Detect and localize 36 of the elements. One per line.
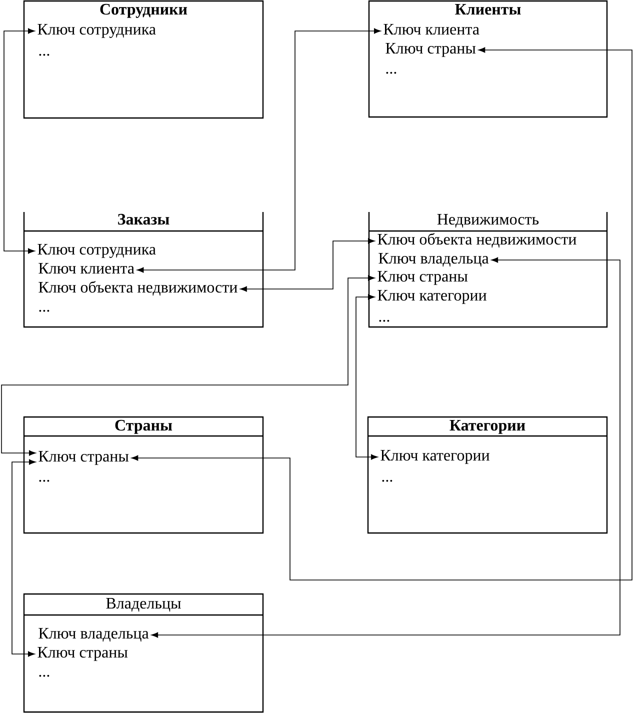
connector-arrow (356, 294, 378, 460)
field-label: Ключ страны (386, 43, 476, 57)
node-label: ... (382, 480, 392, 482)
field-label: Ключ страны (38, 451, 129, 465)
node-label: ... (39, 310, 50, 312)
node-label: ... (39, 54, 50, 56)
node-label: Сотрудники (100, 4, 188, 18)
connector-arrow (136, 28, 381, 273)
node-label: ... (39, 480, 50, 482)
connector-arrow (240, 238, 375, 292)
field-label: Ключ объекта недвижимости (378, 233, 576, 248)
field-label: Ключ страны (38, 647, 128, 661)
node-label: ... (386, 72, 396, 74)
node-label: Клиенты (455, 4, 521, 15)
field-label: Ключ владельца (378, 253, 489, 267)
field-label: Ключ категории (378, 290, 486, 304)
field-label: Ключ владельца (38, 628, 149, 642)
node-label: ... (39, 674, 50, 677)
connector-arrow (12, 459, 36, 657)
connector-arrow (4, 28, 35, 254)
connector-arrow (151, 257, 620, 638)
node-label: Категории (450, 420, 526, 434)
field-label: Ключ клиента (384, 24, 480, 35)
node-label: ... (379, 320, 390, 322)
field-label: Ключ сотрудника (38, 24, 156, 38)
field-label: Ключ объекта недвижимости (38, 281, 238, 296)
field-label: Ключ категории (380, 450, 490, 464)
field-label: Ключ страны (378, 271, 468, 285)
field-label: Ключ клиента (38, 263, 134, 274)
node-label: Владельцы (106, 598, 181, 612)
node-label: Страны (115, 420, 172, 434)
connector-arrow (1, 275, 375, 456)
node-label: Недвижимость (437, 214, 539, 228)
field-label: Ключ сотрудника (38, 244, 156, 258)
connector-arrow (131, 47, 632, 580)
node-label: Заказы (118, 214, 170, 225)
